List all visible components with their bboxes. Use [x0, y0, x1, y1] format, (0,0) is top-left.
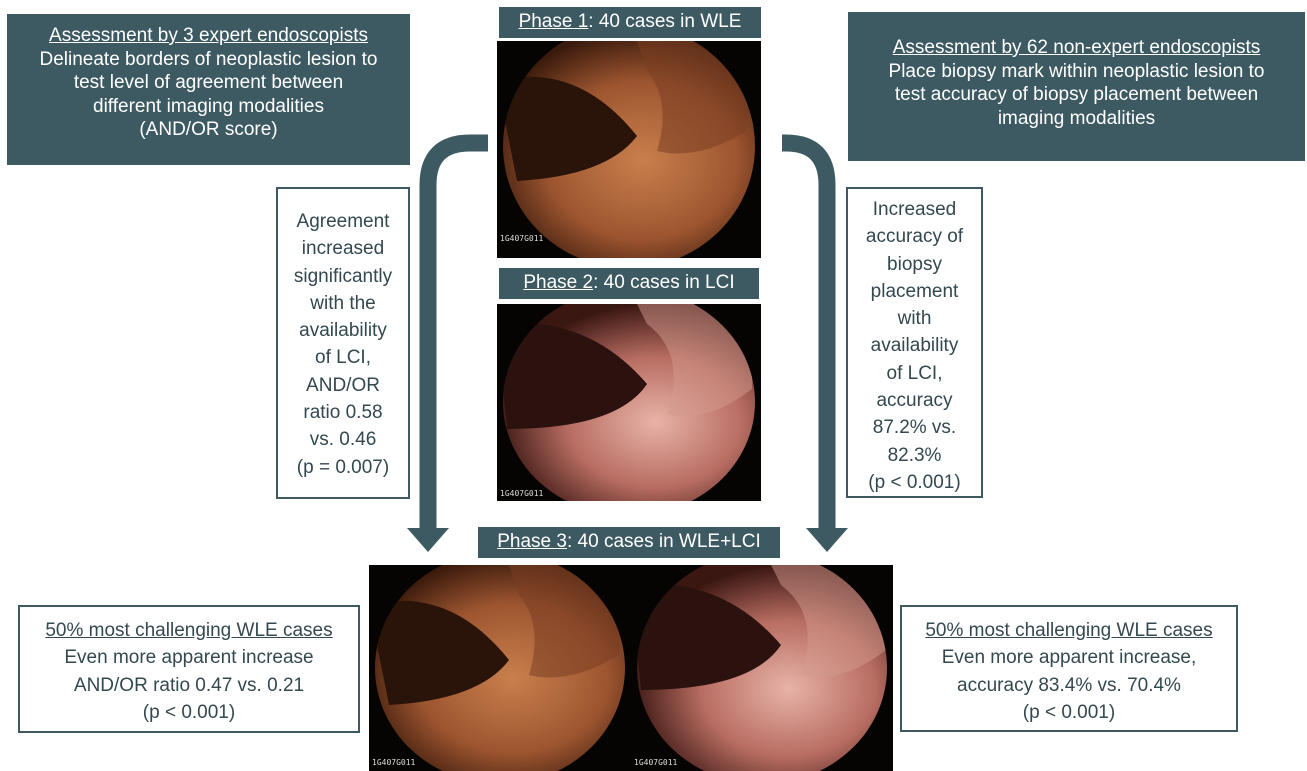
right-result-line: 82.3%	[848, 442, 981, 469]
phase-3-text: : 40 cases in WLE+LCI	[567, 531, 761, 552]
right-result-line: (p < 0.001)	[848, 469, 981, 496]
svg-text:1G407G011: 1G407G011	[634, 758, 678, 767]
phase-1-title: Phase 1	[519, 11, 589, 32]
left-arrow	[407, 143, 488, 552]
right-result-line: placement	[848, 278, 981, 305]
endoscopy-lci-image: 1G407G011	[497, 304, 761, 501]
left-result-line: vs. 0.46	[278, 426, 408, 453]
bottom-right-title: 50% most challenging WLE cases	[902, 617, 1236, 644]
left-result-box: Agreement increased significantly with t…	[276, 187, 410, 499]
right-result-box: Increased accuracy of biopsy placement w…	[846, 187, 983, 498]
left-result-line: of LCI,	[278, 344, 408, 371]
phase-2-text: : 40 cases in LCI	[593, 272, 735, 293]
right-result-line: accuracy	[848, 387, 981, 414]
endoscopy-lci-image-phase3: 1G407G011	[631, 565, 893, 771]
phase-2-label: Phase 2: 40 cases in LCI	[499, 268, 759, 299]
left-header-line: test level of agreement between	[7, 71, 410, 95]
phase-1-text: : 40 cases in WLE	[588, 11, 741, 32]
right-result-line: biopsy	[848, 251, 981, 278]
right-result-line: of LCI,	[848, 360, 981, 387]
left-result-line: availability	[278, 317, 408, 344]
left-header-line: different imaging modalities	[7, 95, 410, 119]
left-header-line: Delineate borders of neoplastic lesion t…	[7, 48, 410, 72]
left-result-line: (p = 0.007)	[278, 454, 408, 481]
right-header-line: imaging modalities	[848, 107, 1305, 131]
phase-3-label: Phase 3: 40 cases in WLE+LCI	[478, 527, 780, 558]
phase-3-title: Phase 3	[497, 531, 567, 552]
bottom-left-line: AND/OR ratio 0.47 vs. 0.21	[20, 672, 358, 699]
bottom-left-box: 50% most challenging WLE cases Even more…	[18, 605, 360, 733]
endoscopy-wle-image-phase3: 1G407G011	[369, 565, 631, 771]
right-result-line: Increased	[848, 196, 981, 223]
left-result-line: with the	[278, 290, 408, 317]
bottom-left-title: 50% most challenging WLE cases	[20, 617, 358, 644]
phase-2-title: Phase 2	[523, 272, 593, 293]
bottom-left-line: (p < 0.001)	[20, 699, 358, 726]
bottom-right-line: (p < 0.001)	[902, 699, 1236, 726]
left-result-line: Agreement	[278, 208, 408, 235]
right-header-title: Assessment by 62 non-expert endoscopists	[848, 36, 1305, 60]
right-header-line: Place biopsy mark within neoplastic lesi…	[848, 60, 1305, 84]
left-header-box: Assessment by 3 expert endoscopists Deli…	[7, 14, 410, 165]
right-result-line: accuracy of	[848, 223, 981, 250]
right-result-line: 87.2% vs.	[848, 414, 981, 441]
svg-text:1G407G011: 1G407G011	[372, 758, 416, 767]
left-result-line: AND/OR	[278, 372, 408, 399]
right-header-box: Assessment by 62 non-expert endoscopists…	[848, 12, 1305, 161]
bottom-right-line: accuracy 83.4% vs. 70.4%	[902, 672, 1236, 699]
right-arrow	[782, 143, 848, 552]
bottom-left-line: Even more apparent increase	[20, 644, 358, 671]
right-result-line: with	[848, 305, 981, 332]
left-result-line: significantly	[278, 263, 408, 290]
svg-text:1G407G011: 1G407G011	[500, 489, 544, 498]
left-header-line: (AND/OR score)	[7, 118, 410, 142]
left-header-title: Assessment by 3 expert endoscopists	[7, 24, 410, 48]
bottom-right-box: 50% most challenging WLE cases Even more…	[900, 605, 1238, 732]
endoscopy-wle-image: 1G407G011	[497, 41, 761, 258]
right-result-line: availability	[848, 332, 981, 359]
bottom-right-line: Even more apparent increase,	[902, 644, 1236, 671]
left-result-line: increased	[278, 235, 408, 262]
phase-1-label: Phase 1: 40 cases in WLE	[499, 7, 761, 38]
right-header-line: test accuracy of biopsy placement betwee…	[848, 83, 1305, 107]
left-result-line: ratio 0.58	[278, 399, 408, 426]
svg-text:1G407G011: 1G407G011	[500, 234, 544, 243]
